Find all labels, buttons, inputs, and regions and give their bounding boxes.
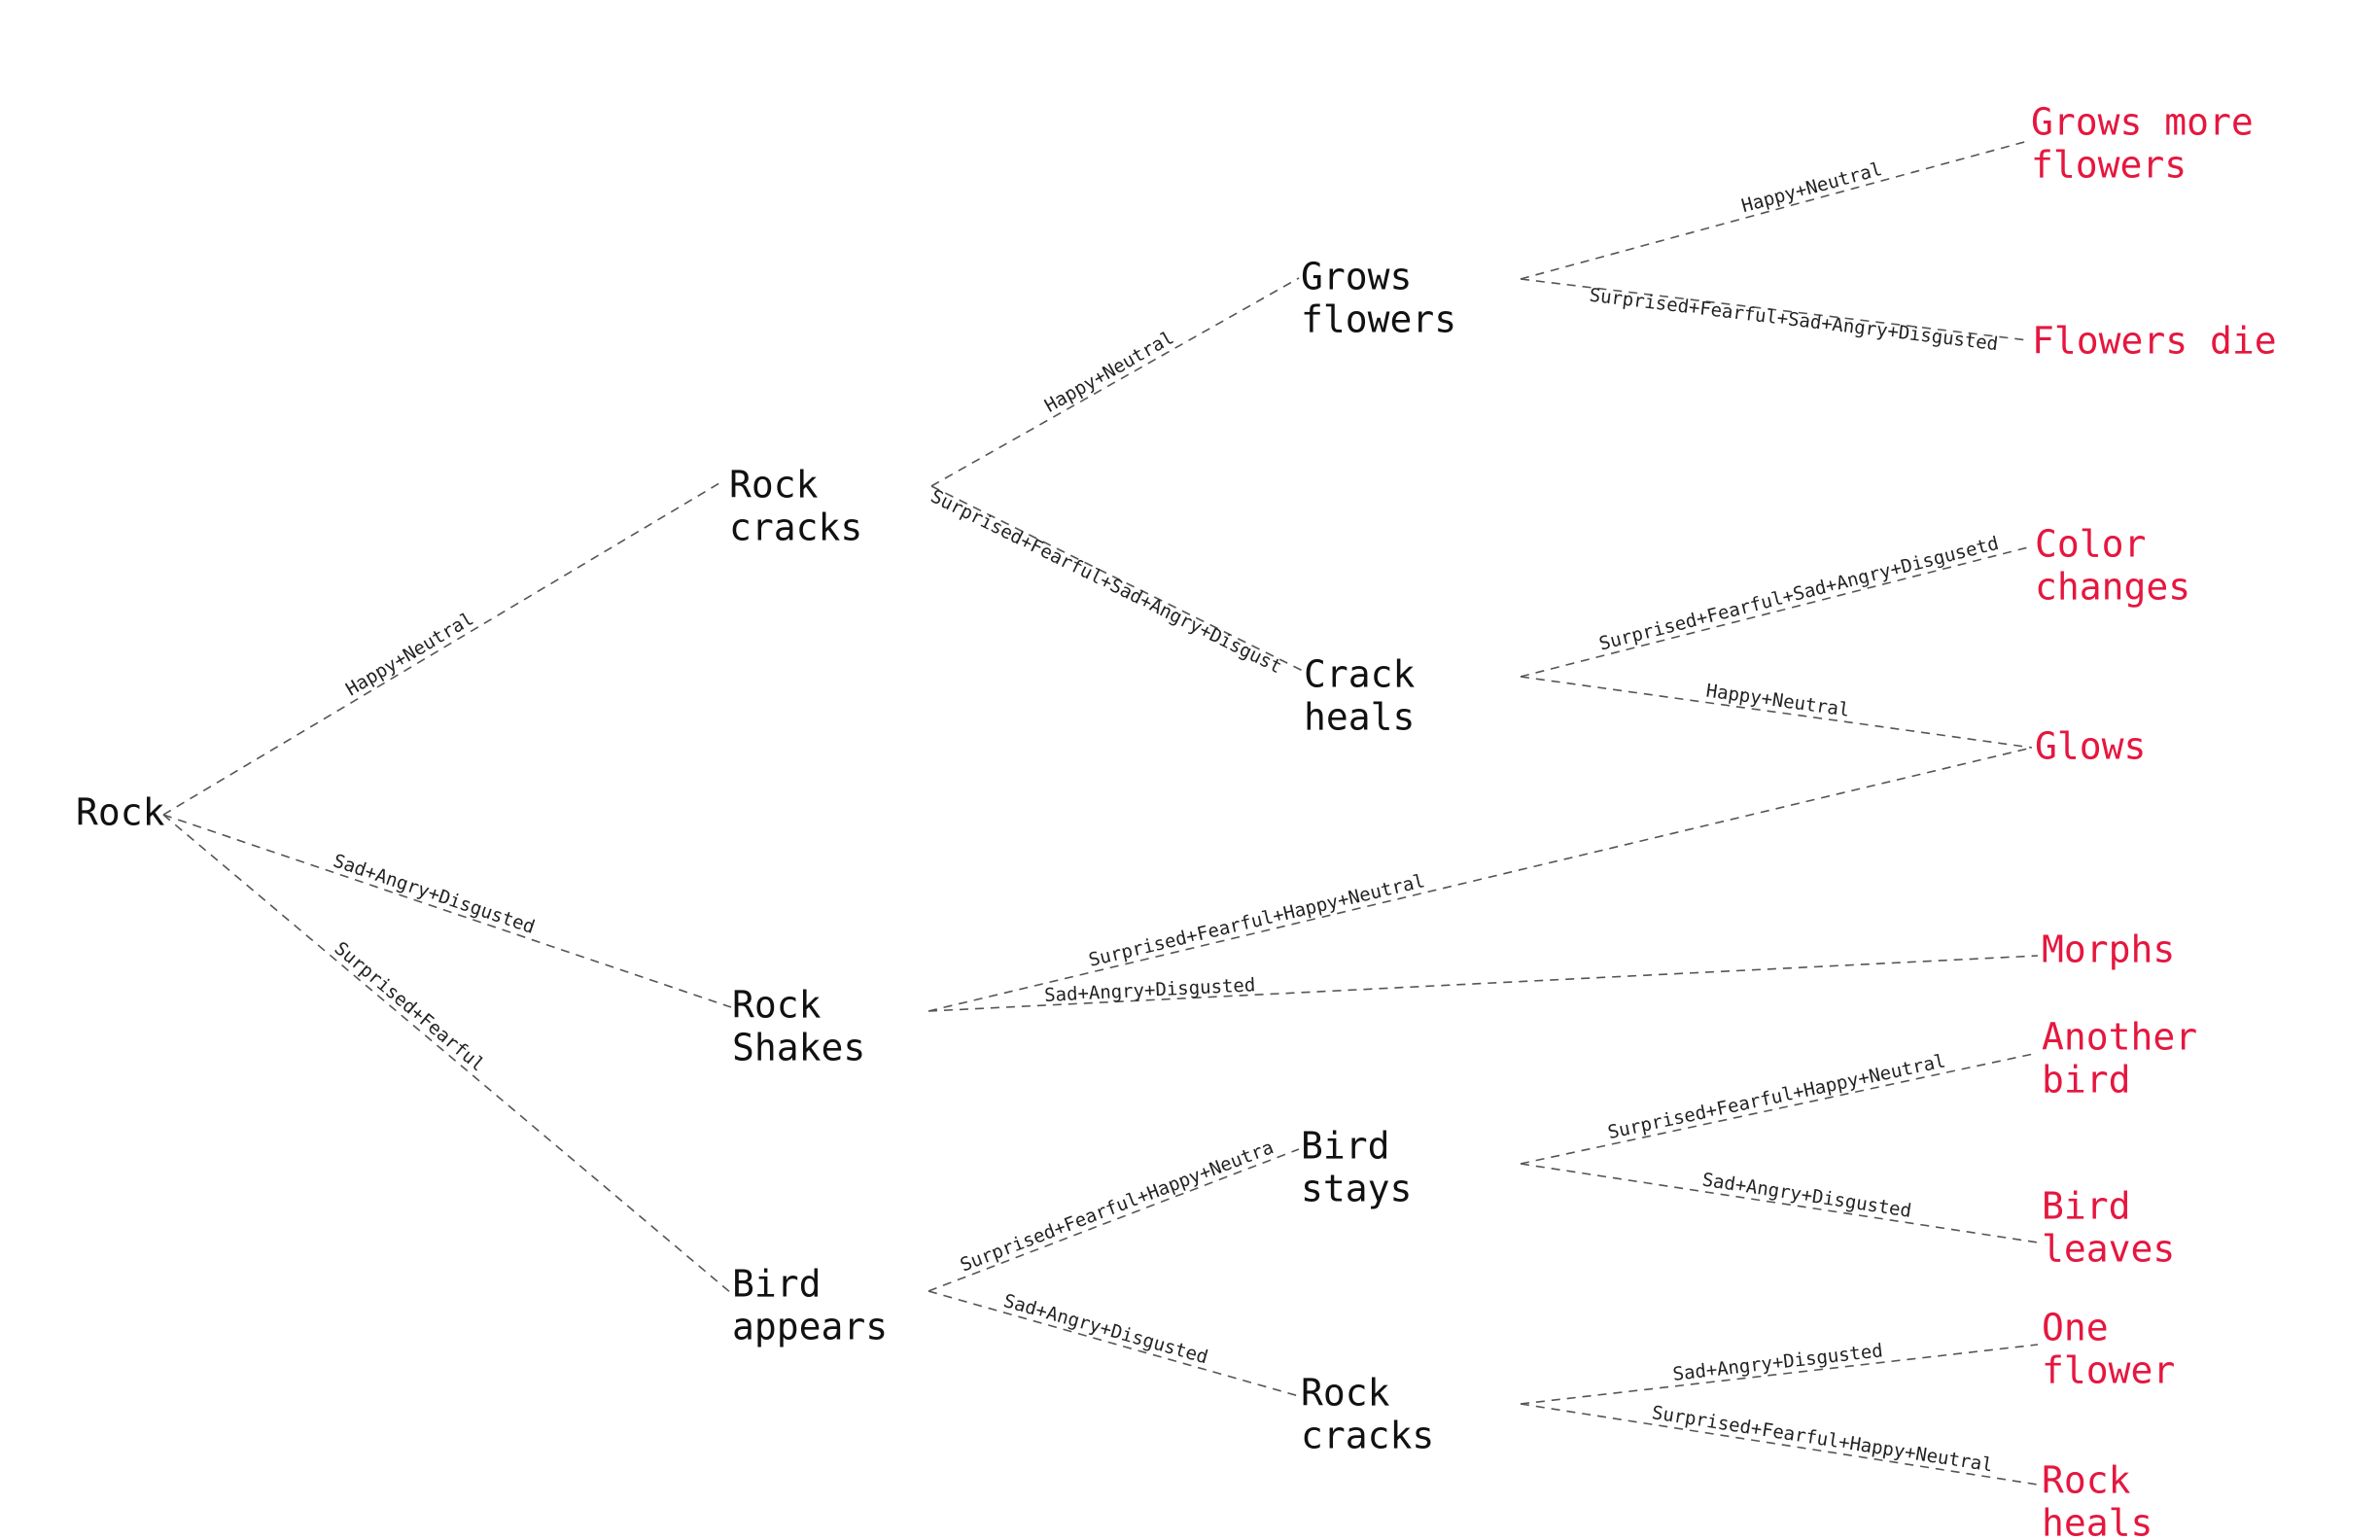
node-bird-appears-line-1: Bird [732,1263,822,1306]
edge-grows-to-die [1520,278,2029,341]
edge-label-shakes-to-morphs: Sad+Angry+Disgusted [1044,974,1256,1006]
leaf-bird-leaves-line-2: leaves [2042,1228,2175,1271]
node-bird-appears-line-2: appears [732,1306,888,1348]
edge-cracks-to-heals [930,485,1304,672]
node-rock-shakes-line-1: Rock [732,984,822,1027]
edge-label-rock-to-shakes: Sad+Angry+Disgusted [331,850,538,938]
leaf-one-flower-line-2: flower [2042,1349,2175,1392]
edge-heals-to-color [1520,545,2033,678]
node-bird-stays-line-2: stays [1301,1168,1412,1210]
edge-label-heals-to-glows: Happy+Neutral [1704,681,1850,721]
node-grows-flowers-line-1: Grows [1301,256,1412,298]
leaf-grows-more-flowers-line-2: flowers [2031,144,2187,187]
edge-label-stays-to-another: Surprised+Fearful+Happy+Neutral [1606,1050,1947,1143]
edge-bird-to-stays [928,1148,1300,1292]
edge-label-cracks2-to-one: Sad+Angry+Disgusted [1671,1340,1883,1385]
edges-layer [162,140,2039,1486]
edge-shakes-to-morphs [928,955,2039,1012]
edge-label-rock-to-cracks: Happy+Neutral [342,608,477,700]
edge-heals-to-glows [1520,676,2033,749]
edge-stays-to-leaves [1520,1163,2039,1243]
edge-label-heals-to-color: Surprised+Fearful+Sad+Angry+Disgusetd [1597,533,2002,655]
leaf-color-changes-line-2: changes [2035,566,2190,609]
edge-rock-to-cracks [162,479,725,816]
leaf-another-bird-line-1: Another [2042,1016,2197,1059]
edge-label-bird-to-stays: Surprised+Fearful+Happy+Neutra [958,1137,1277,1276]
leaf-morphs-line-1: Morphs [2042,928,2175,971]
leaf-glows-line-1: Glows [2035,725,2146,768]
leaf-color-changes-line-1: Color [2035,523,2146,566]
nodes-layer: RockRockcracksRockShakesBirdappearsGrows… [76,101,2277,1540]
node-rock-cracks-1-line-1: Rock [729,464,819,507]
node-rock-cracks-2-line-1: Rock [1301,1372,1390,1415]
node-rock: Rock [76,791,165,834]
edge-cracks2-to-heals [1520,1403,2039,1486]
edge-rock-to-shakes [162,814,732,1008]
node-crack-heals-line-2: heals [1304,696,1415,739]
edge-label-cracks2-to-heals: Surprised+Fearful+Happy+Neutral [1651,1402,1995,1476]
edge-label-bird-to-cracks: Sad+Angry+Disgusted [1001,1290,1210,1368]
edge-shakes-to-glows [928,747,2033,1012]
edge-bird-to-cracks [928,1290,1300,1397]
edge-label-cracks-to-grows: Happy+Neutral [1041,327,1177,416]
node-grows-flowers-line-2: flowers [1301,298,1456,341]
edge-label-shakes-to-glows: Surprised+Fearful+Happy+Neutral [1087,870,1427,971]
node-bird-stays-line-1: Bird [1301,1125,1390,1168]
edge-label-cracks-to-heals: Surprised+Fearful+Sad+Angry+Disgust [928,485,1285,678]
node-rock-shakes-line-2: Shakes [732,1027,865,1069]
edge-label-rock-to-bird: Surprised+Fearful [331,937,489,1075]
leaf-flowers-die: Flowers die [2032,320,2277,363]
leaf-flowers-die-line-1: Flowers die [2032,320,2277,363]
edge-stays-to-another [1520,1052,2039,1165]
leaf-rock-heals-line-1: Rock [2042,1459,2131,1502]
node-rock-cracks-1-line-2: cracks [729,507,862,549]
leaf-bird-leaves-line-1: Bird [2042,1185,2131,1228]
edge-cracks-to-grows [930,277,1300,487]
edge-grows-to-more [1520,140,2029,280]
leaf-rock-heals-line-2: heals [2042,1502,2152,1540]
edge-labels-layer: Happy+NeutralSad+Angry+DisgustedSurprise… [331,158,2002,1477]
leaf-glows: Glows [2035,725,2146,768]
node-rock-line-1: Rock [76,791,165,834]
node-crack-heals-line-1: Crack [1304,653,1416,696]
edge-label-stays-to-leaves: Sad+Angry+Disgusted [1700,1169,1912,1221]
leaf-one-flower-line-1: One [2042,1307,2109,1349]
leaf-another-bird-line-2: bird [2042,1059,2131,1102]
node-rock-cracks-2-line-2: cracks [1301,1415,1434,1457]
edge-label-grows-to-more: Happy+Neutral [1739,158,1884,217]
leaf-morphs: Morphs [2042,928,2175,971]
leaf-grows-more-flowers-line-1: Grows more [2031,101,2254,144]
edge-label-grows-to-die: Surprised+Fearful+Sad+Angry+Disgusted [1589,285,2000,356]
